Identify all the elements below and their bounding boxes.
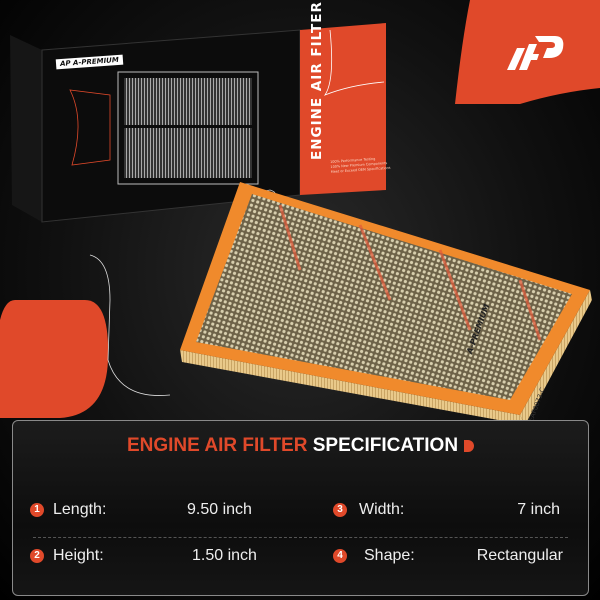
spec-title-rest: SPECIFICATION — [312, 435, 459, 456]
spec-row: 2 Height: 1.50 inch 4 Shape: Rectangular — [13, 541, 588, 571]
specification-panel: ENGINE AIR FILTER SPECIFICATION 1 Length… — [12, 420, 589, 596]
spec-label: Width: — [359, 501, 405, 518]
spec-label: Height: — [53, 547, 104, 564]
spec-value: Rectangular — [476, 547, 563, 564]
spec-label: Shape: — [364, 547, 415, 564]
brand-left-shape — [0, 300, 109, 418]
spec-title-highlight: ENGINE AIR FILTER — [126, 435, 308, 456]
number-badge-icon: 2 — [30, 549, 44, 563]
ap-logo-icon — [507, 36, 564, 70]
spec-value: 9.50 inch — [187, 501, 252, 518]
d-shape-icon — [464, 440, 475, 452]
filter-mesh — [196, 194, 572, 400]
filter-pleats — [180, 350, 525, 425]
number-badge-icon: 1 — [30, 503, 44, 517]
box-title: ENGINE AIR FILTER — [309, 1, 325, 160]
spec-row: 1 Length: 9.50 inch 3 Width: 7 inch — [13, 495, 588, 525]
number-badge-icon: 4 — [333, 549, 347, 563]
spec-label: Length: — [53, 501, 107, 518]
row-divider — [33, 537, 568, 538]
number-badge-icon: 3 — [333, 503, 347, 517]
filter-pleats-side — [520, 290, 592, 425]
box-side — [10, 35, 42, 222]
spec-title: ENGINE AIR FILTER SPECIFICATION — [13, 435, 588, 457]
spec-value: 7 inch — [517, 501, 560, 518]
spec-value: 1.50 inch — [192, 547, 257, 564]
box-orange-band — [300, 23, 386, 195]
